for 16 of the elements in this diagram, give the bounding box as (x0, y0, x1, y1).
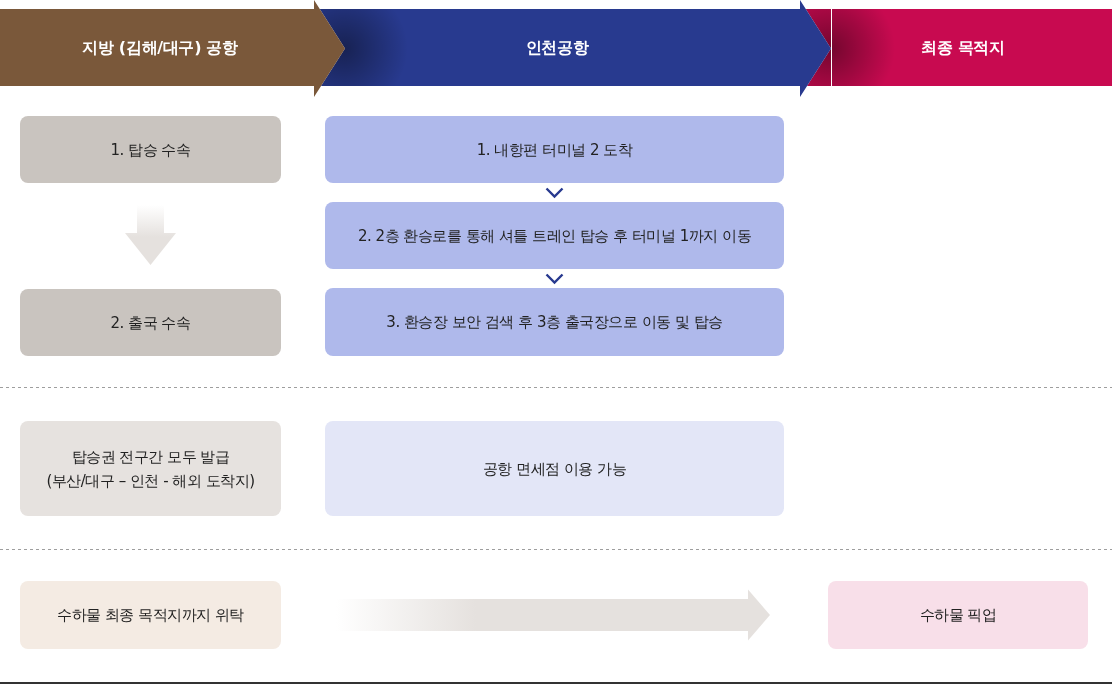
banner-title: 지방 (김해/대구) 공항 (82, 37, 238, 58)
info-box: 탑승권 전구간 모두 발급 (부산/대구 – 인천 - 해외 도착지) (20, 421, 281, 516)
step-box: 3. 환승장 보안 검색 후 3층 출국장으로 이동 및 탑승 (325, 288, 784, 356)
step-box: 1. 탑승 수속 (20, 116, 281, 183)
info-box: 공항 면세점 이용 가능 (325, 421, 784, 516)
banner-title: 인천공항 (525, 37, 589, 58)
banner-title: 최종 목적지 (921, 37, 1005, 58)
chevron-arrow (545, 273, 564, 285)
step-box: 1. 내항편 터미널 2 도착 (325, 116, 784, 183)
chevron-banner (0, 0, 345, 97)
step-box: 2. 출국 수속 (20, 289, 281, 356)
info-box: 수하물 최종 목적지까지 위탁 (20, 581, 281, 649)
chevron-banner (345, 0, 831, 97)
step-box: 2. 2층 환승로를 통해 셔틀 트레인 탑승 후 터미널 1까지 이동 (325, 202, 784, 269)
info-box: 수하물 픽업 (828, 581, 1088, 649)
chevron-arrow (545, 187, 564, 199)
